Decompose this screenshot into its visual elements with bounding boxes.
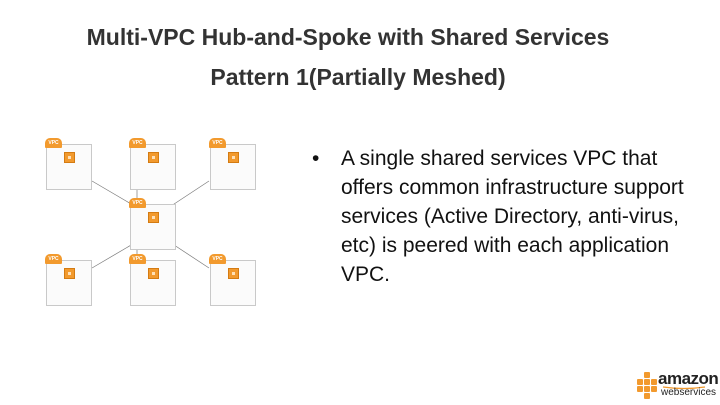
vpc-icon	[148, 212, 159, 223]
logo-smile-icon	[662, 386, 706, 390]
slide-title-line-1: Multi-VPC Hub-and-Spoke with Shared Serv…	[86, 24, 610, 50]
vpc-tag: VPC	[209, 254, 226, 264]
vpc-tag: VPC	[129, 138, 146, 148]
aws-cubes-icon	[636, 372, 658, 400]
logo-word-webservices: webservices	[661, 387, 717, 398]
vpc-bottom-center: VPC	[129, 254, 176, 306]
vpc-icon	[228, 152, 239, 163]
vpc-icon	[64, 268, 75, 279]
vpc-tag: VPC	[129, 198, 146, 208]
vpc-top-left: VPC	[45, 138, 92, 190]
vpc-tag: VPC	[45, 254, 62, 264]
logo-word-amazon: amazon	[658, 369, 719, 388]
vpc-hub-shared-services: VPC	[129, 198, 176, 250]
vpc-icon	[148, 268, 159, 279]
vpc-tag: VPC	[45, 138, 62, 148]
bullet-text: A single shared services VPC that offers…	[341, 147, 684, 286]
vpc-tag: VPC	[209, 138, 226, 148]
vpc-icon	[64, 152, 75, 163]
vpc-bottom-left: VPC	[45, 254, 92, 306]
aws-logo: amazon webservices	[636, 366, 719, 402]
vpc-tag: VPC	[129, 254, 146, 264]
slide-title-line-2: Pattern 1(Partially Meshed)	[210, 64, 506, 90]
vpc-top-right: VPC	[209, 138, 256, 190]
vpc-icon	[148, 152, 159, 163]
vpc-icon	[228, 268, 239, 279]
peering-line-top-right	[167, 180, 210, 209]
vpc-top-center: VPC	[129, 138, 176, 190]
bullet-item: • A single shared services VPC that offe…	[312, 144, 704, 289]
bullet-icon: •	[312, 147, 320, 170]
bullet-list: • A single shared services VPC that offe…	[312, 144, 704, 289]
vpc-bottom-right: VPC	[209, 254, 256, 306]
hub-spoke-diagram: VPC VPC VPC VPC VPC VPC VPC	[34, 136, 274, 306]
